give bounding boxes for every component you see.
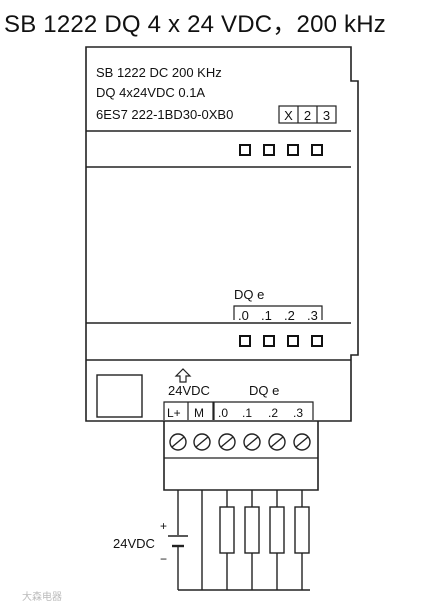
channel-led	[311, 335, 323, 347]
module-line-3: 6ES7 222-1BD30-0XB0	[96, 107, 233, 122]
power-arrow-icon	[174, 368, 192, 383]
supply-minus: −	[160, 552, 167, 566]
status-led	[311, 144, 323, 156]
screw-terminal	[293, 433, 311, 451]
dq-upper-ch0: .0	[238, 308, 249, 323]
status-led	[287, 144, 299, 156]
module-line-2: DQ 4x24VDC 0.1A	[96, 85, 205, 100]
dq-upper-bracket	[233, 305, 323, 320]
dq-lower-ch0: .0	[218, 406, 228, 420]
dq-lower-label: DQ e	[249, 383, 279, 398]
channel-led	[287, 335, 299, 347]
dq-lower-ch3: .3	[293, 406, 303, 420]
module-line-1: SB 1222 DC 200 KHz	[96, 65, 222, 80]
channel-led	[239, 335, 251, 347]
supply-label: 24VDC	[113, 536, 155, 551]
supply-plus: +	[160, 519, 167, 533]
dq-lower-bracket	[213, 401, 314, 420]
version-box-frame	[278, 105, 337, 124]
dq-upper-ch3: .3	[307, 308, 318, 323]
version-box-x: X	[284, 108, 293, 123]
dq-upper-ch1: .1	[261, 308, 272, 323]
screw-terminal	[169, 433, 187, 451]
version-box-3: 3	[323, 108, 330, 123]
status-led	[263, 144, 275, 156]
screw-terminal	[243, 433, 261, 451]
blank-square	[96, 374, 143, 418]
load-resistor-1	[244, 490, 260, 590]
dq-upper-ch2: .2	[284, 308, 295, 323]
screw-terminal	[193, 433, 211, 451]
dq-lower-ch1: .1	[242, 406, 252, 420]
power-label: 24VDC	[168, 383, 210, 398]
load-resistor-3	[294, 490, 310, 590]
terminal-m: M	[194, 406, 204, 420]
load-resistor-0	[219, 490, 235, 590]
channel-led	[263, 335, 275, 347]
dq-lower-ch2: .2	[268, 406, 278, 420]
status-led	[239, 144, 251, 156]
dq-upper-label: DQ e	[234, 287, 264, 302]
version-box-2: 2	[304, 108, 311, 123]
screw-terminal	[268, 433, 286, 451]
page-title: SB 1222 DQ 4 x 24 VDC，200 kHz	[4, 11, 386, 38]
watermark: 大森电器	[22, 590, 62, 603]
module-outline	[85, 46, 359, 422]
terminal-lplus: L+	[167, 406, 181, 420]
load-resistor-2	[269, 490, 285, 590]
terminal-block	[163, 421, 319, 491]
screw-terminal	[218, 433, 236, 451]
